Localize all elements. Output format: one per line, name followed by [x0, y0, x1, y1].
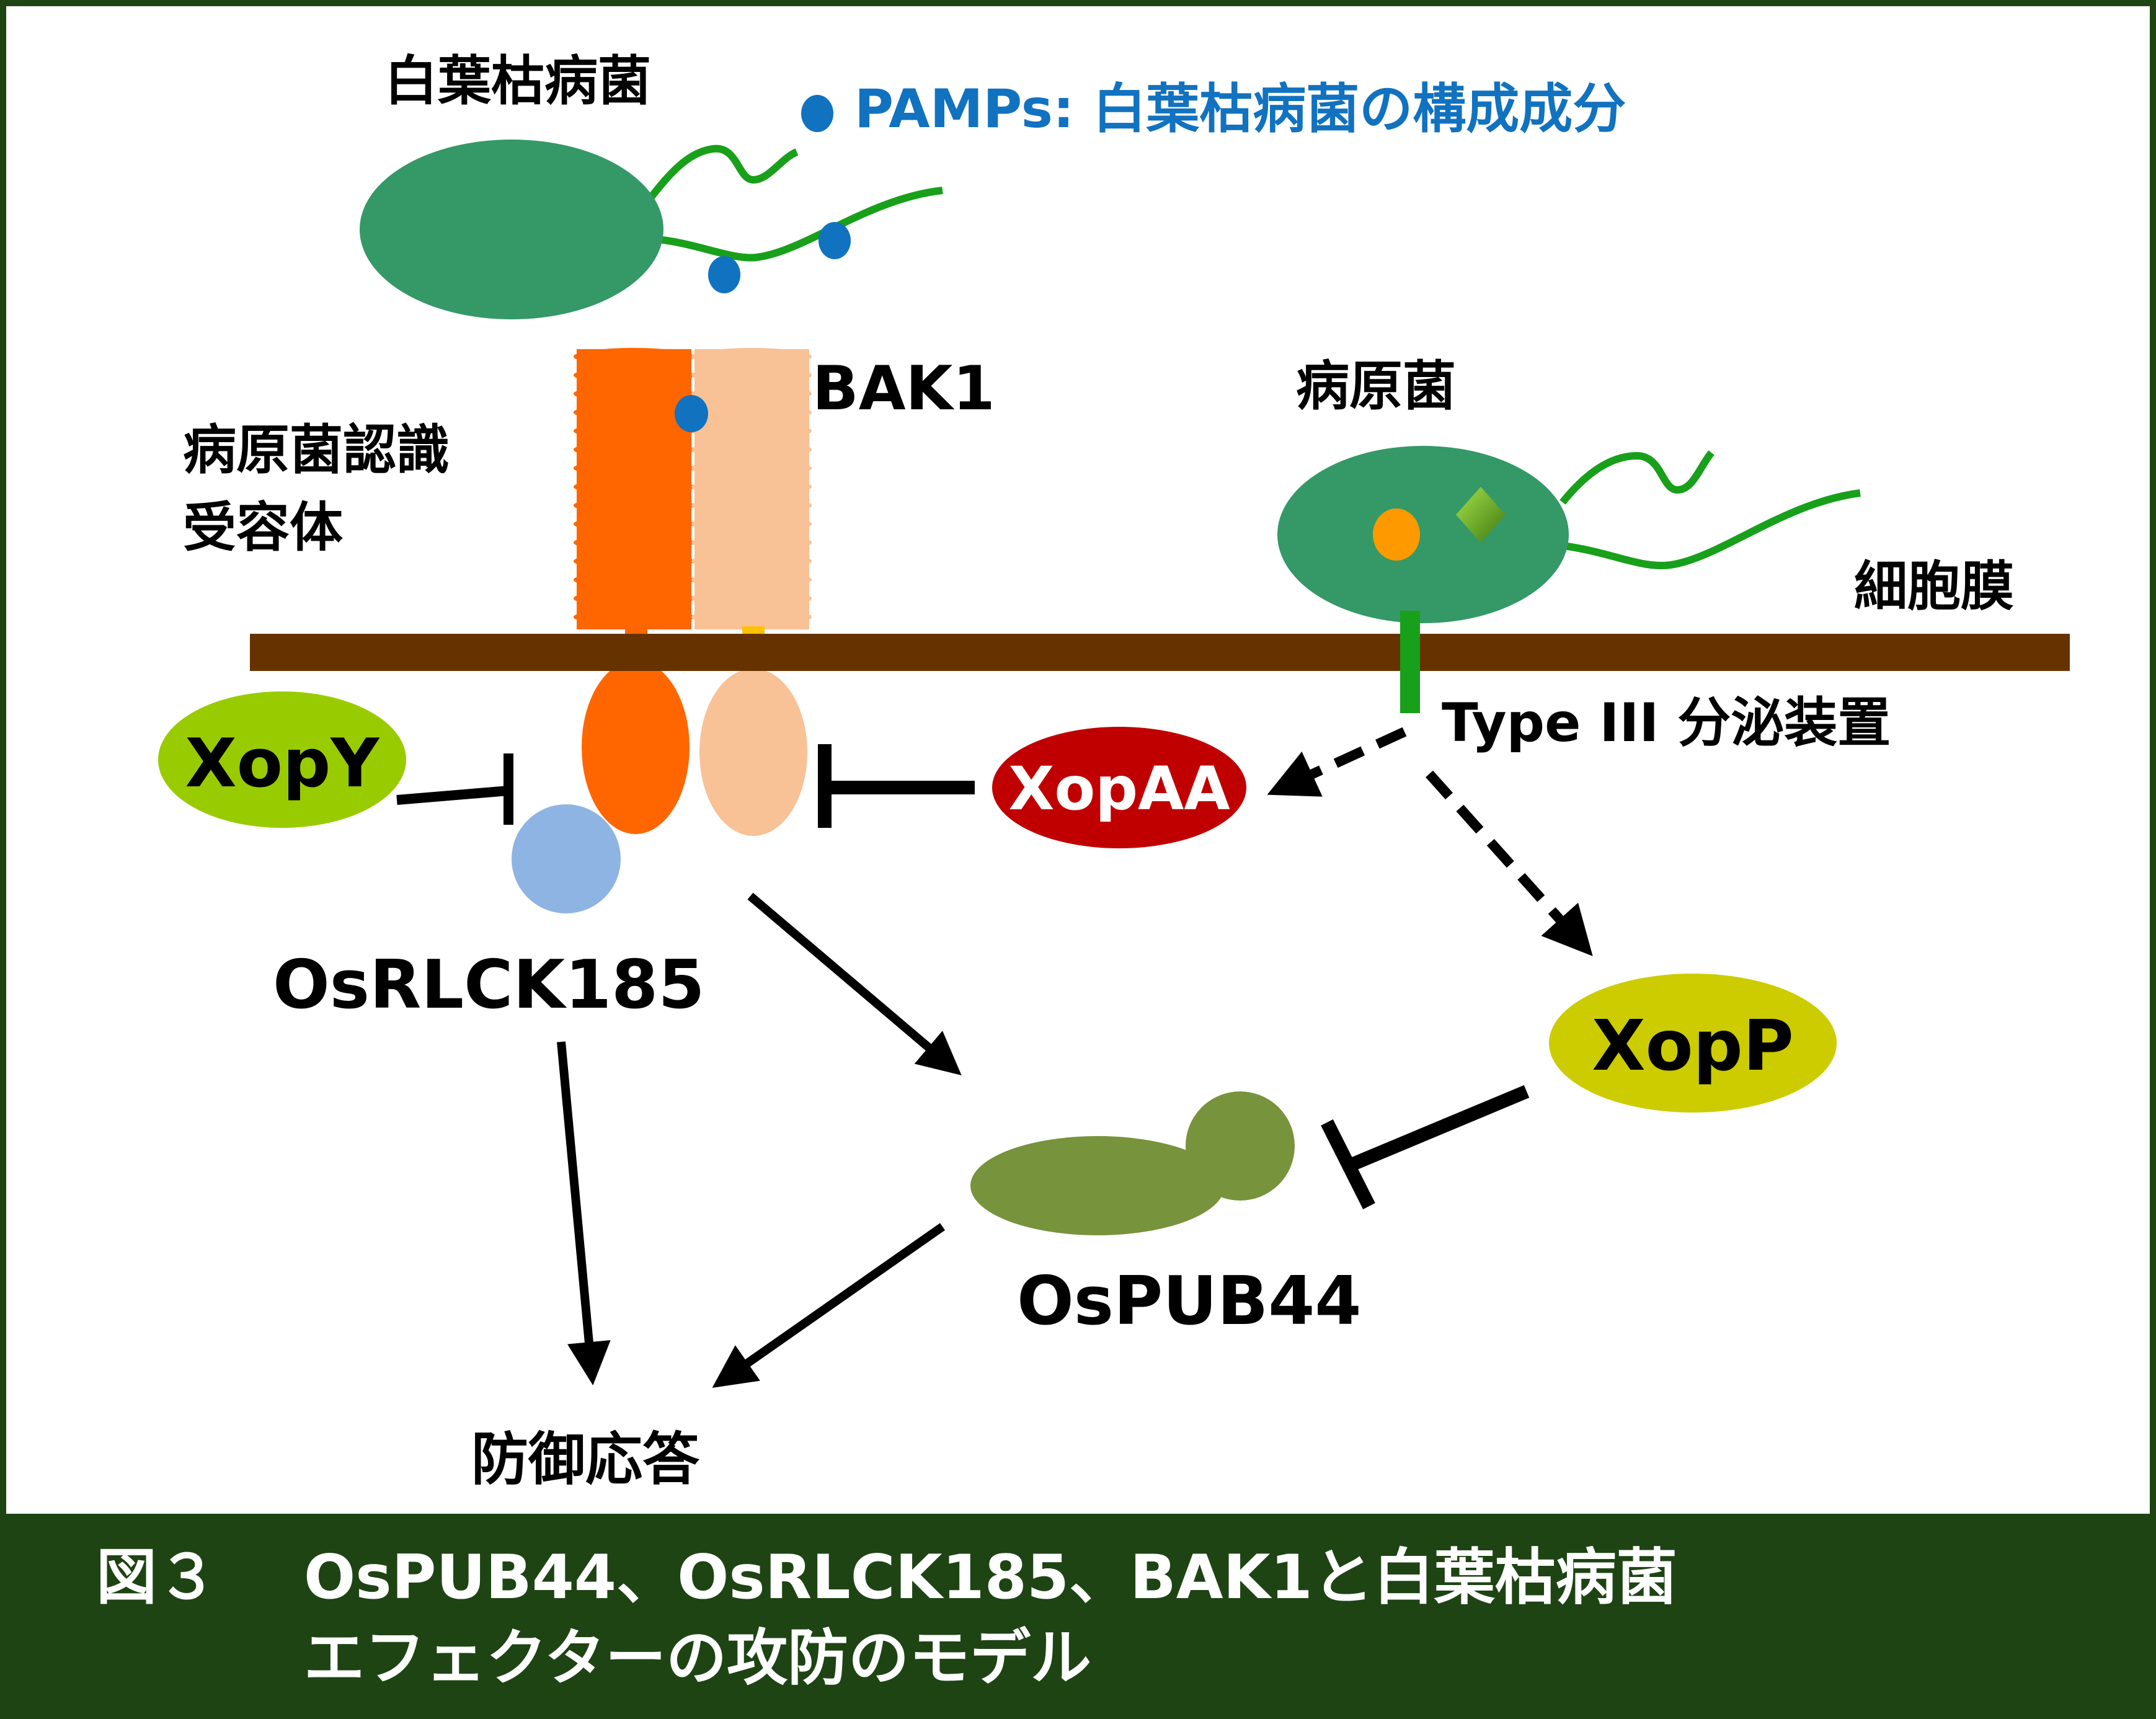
- pathogen-receptor: [574, 348, 694, 834]
- receptor-kinase: [582, 660, 690, 834]
- label-bacterium-top: 白葉枯病菌: [384, 50, 651, 112]
- label-bak1: BAK1: [812, 353, 995, 424]
- xopaa-ellipse: [992, 727, 1246, 848]
- osrlck185-circle: [512, 804, 621, 913]
- label-receptor-1: 病原菌認識: [183, 419, 450, 481]
- ospub44-head: [1186, 1091, 1295, 1201]
- right-pathogen: [1277, 446, 1861, 713]
- caption-figure-number: 図３: [96, 1542, 218, 1613]
- label-membrane: 細胞膜: [1854, 556, 2014, 618]
- label-xopaa: XopAA: [1008, 754, 1230, 824]
- orange-effector-dot: [1373, 509, 1420, 561]
- pamp-dot-3: [708, 256, 740, 293]
- top-bacterium: [360, 95, 943, 319]
- label-receptor-2: 受容体: [183, 497, 343, 559]
- type-three-secretion-tube: [1400, 611, 1420, 713]
- bak1-receptor: [691, 348, 812, 836]
- arrow-osrlck-to-defense: [557, 1041, 611, 1385]
- xopp-inhibit-line: [1346, 1085, 1530, 1173]
- green-effector-diamond: [1456, 487, 1506, 543]
- caption-line-1: OsPUB44、OsRLCK185、BAK1と白葉枯病菌: [304, 1542, 1677, 1613]
- caption-line-2: エフェクターの攻防のモデル: [304, 1623, 1092, 1694]
- label-osrlck185: OsRLCK185: [273, 946, 704, 1024]
- right-flagellum-2: [1562, 489, 1861, 570]
- pamp-bound-dot: [675, 395, 708, 432]
- right-flagellum-1: [1559, 450, 1715, 505]
- receptor-ribs: [574, 348, 694, 626]
- label-pathogen: 病原菌: [1296, 355, 1456, 417]
- right-pathogen-body: [1277, 446, 1569, 623]
- top-flagellum-1: [648, 144, 799, 200]
- label-xopp: XopP: [1592, 1006, 1794, 1086]
- bak1-ribs: [691, 348, 812, 626]
- dashed-arrow-to-xopaa: [1267, 727, 1407, 797]
- label-pamps: PAMPs: 白葉枯病菌の構成成分: [854, 78, 1626, 140]
- label-secretion: Type III 分泌装置: [1442, 692, 1891, 754]
- xopy-ellipse: [158, 691, 406, 828]
- label-ospub44: OsPUB44: [1017, 1263, 1362, 1340]
- cell-membrane: [250, 634, 2070, 671]
- pamp-dot-1: [801, 95, 833, 132]
- ospub44-shape: [970, 1091, 1295, 1235]
- xopy-inhibit-line: [396, 786, 509, 805]
- label-xopy: XopY: [185, 725, 381, 802]
- xopp-inhibit-bar: [1321, 1119, 1375, 1209]
- top-bacterium-body: [360, 140, 663, 319]
- caption-bar: [0, 1514, 2156, 1719]
- label-defense: 防御応答: [471, 1426, 700, 1493]
- top-flagellum-2: [650, 187, 943, 262]
- pamp-dot-2: [818, 222, 851, 259]
- arrow-receptor-to-ospub44: [747, 892, 962, 1076]
- bak1-kinase: [699, 668, 807, 836]
- dashed-arrow-to-xopp: [1426, 770, 1593, 956]
- arrow-ospub44-to-defense: [712, 1223, 946, 1388]
- xopp-ellipse: [1549, 974, 1837, 1113]
- ospub44-body: [970, 1136, 1225, 1235]
